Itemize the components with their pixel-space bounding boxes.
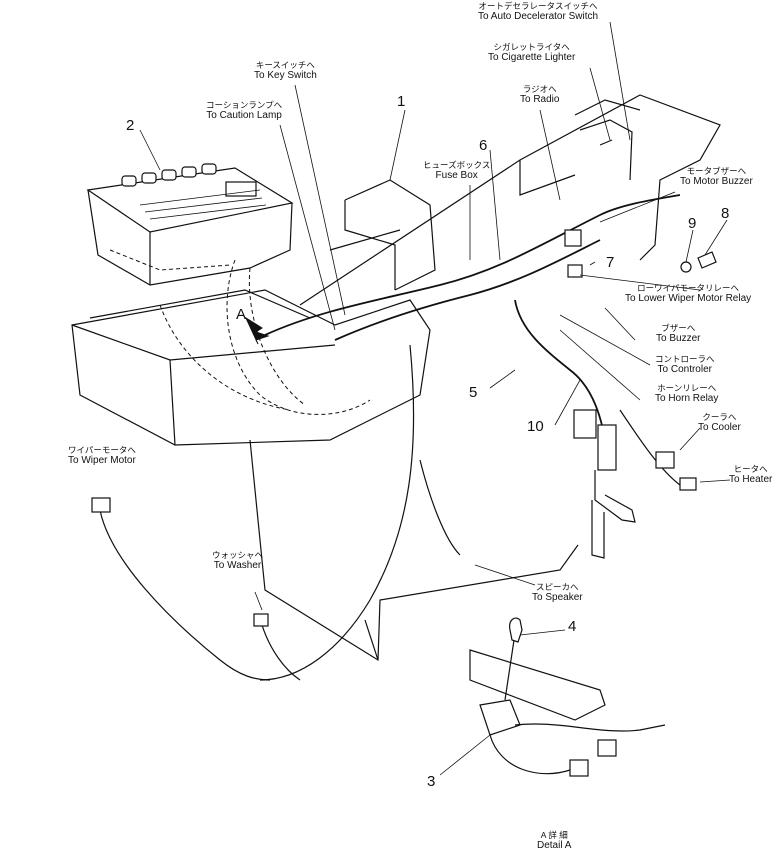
label-controller: コントローラへ To Controler [655, 354, 715, 375]
label-cigarette-lighter: シガレットライタへ To Cigarette Lighter [488, 42, 576, 63]
label-buzzer: ブザーへ To Buzzer [656, 323, 701, 344]
callout-4: 4 [568, 618, 577, 635]
label-key-switch: キースイッチへ To Key Switch [254, 60, 317, 81]
detail-marker-a: A [236, 306, 247, 323]
callout-6: 6 [479, 137, 488, 154]
label-lower-wiper-motor-relay: ローワイパモータリレーへ To Lower Wiper Motor Relay [625, 283, 752, 304]
callout-10: 10 [527, 418, 544, 435]
label-radio: ラジオへ To Radio [520, 84, 560, 105]
label-fuse-box: ヒューズボックス Fuse Box [423, 160, 491, 181]
callout-1: 1 [397, 93, 406, 110]
label-washer: ウォッシャへ To Washer [212, 550, 264, 571]
label-motor-buzzer: モータブザーへ To Motor Buzzer [680, 166, 753, 187]
label-speaker: スピーカへ To Speaker [532, 582, 583, 603]
label-cooler: クーラへ To Cooler [698, 412, 741, 433]
label-wiper-motor: ワイパーモータへ To Wiper Motor [68, 445, 136, 466]
label-horn-relay: ホーンリレーへ To Horn Relay [655, 383, 719, 404]
callout-2: 2 [126, 117, 135, 134]
label-caution-lamp: コーションランプへ To Caution Lamp [206, 100, 283, 121]
callout-8: 8 [721, 205, 730, 222]
label-auto-decelerator-switch: オートデセラレータスイッチへ To Auto Decelerator Switc… [478, 1, 599, 22]
label-heater: ヒータへ To Heater [729, 464, 773, 485]
callout-9: 9 [688, 215, 697, 232]
callout-3: 3 [427, 773, 436, 790]
callout-7: 7 [606, 254, 615, 271]
label-detail-a: A 詳 細 Detail A [537, 830, 572, 851]
callout-5: 5 [469, 384, 478, 401]
